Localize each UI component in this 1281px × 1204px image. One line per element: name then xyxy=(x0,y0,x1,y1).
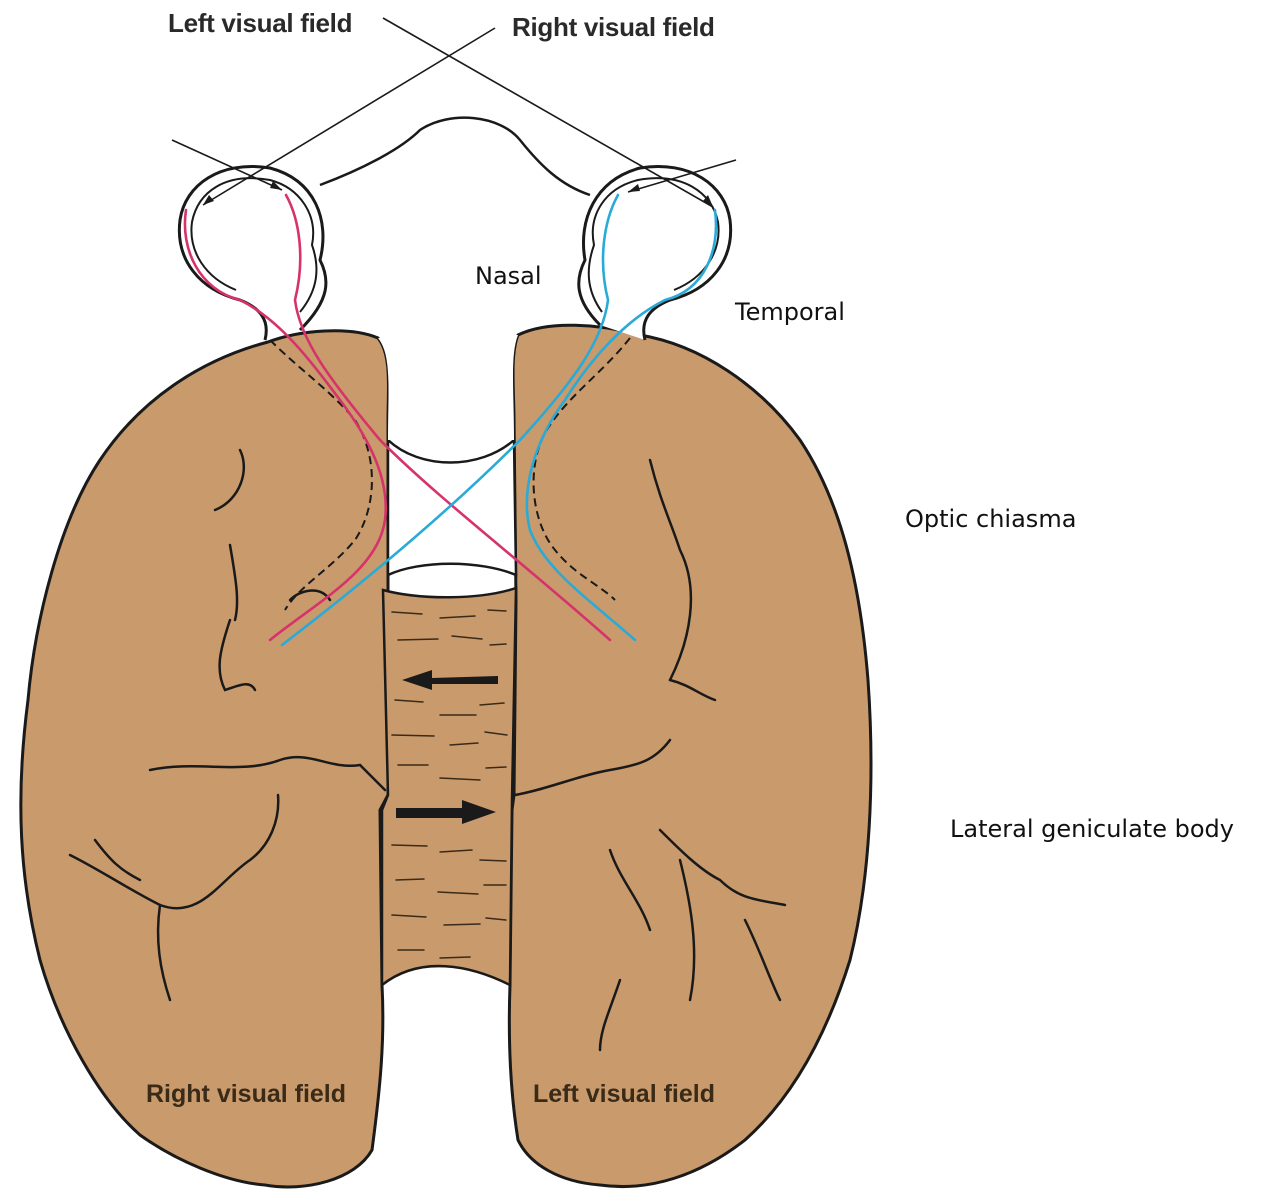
right-visual-field-top-label: Right visual field xyxy=(512,12,715,43)
optic-chiasma-label: Optic chiasma xyxy=(905,505,1076,533)
left-visual-field-top-label: Left visual field xyxy=(168,8,352,39)
interhemispheric-gap xyxy=(378,335,518,440)
left-visual-field-brain-label: Left visual field xyxy=(533,1080,715,1109)
optic-chiasm-region xyxy=(388,440,516,575)
lateral-geniculate-body-label: Lateral geniculate body xyxy=(950,815,1234,843)
left-eye xyxy=(579,167,731,340)
right-visual-field-brain-label: Right visual field xyxy=(146,1080,346,1109)
nasal-label: Nasal xyxy=(475,262,542,290)
temporal-label: Temporal xyxy=(735,298,845,326)
brow-outline xyxy=(320,118,590,195)
left-hemisphere xyxy=(509,325,871,1186)
right-hemisphere xyxy=(21,331,389,1187)
right-eye xyxy=(179,167,326,340)
